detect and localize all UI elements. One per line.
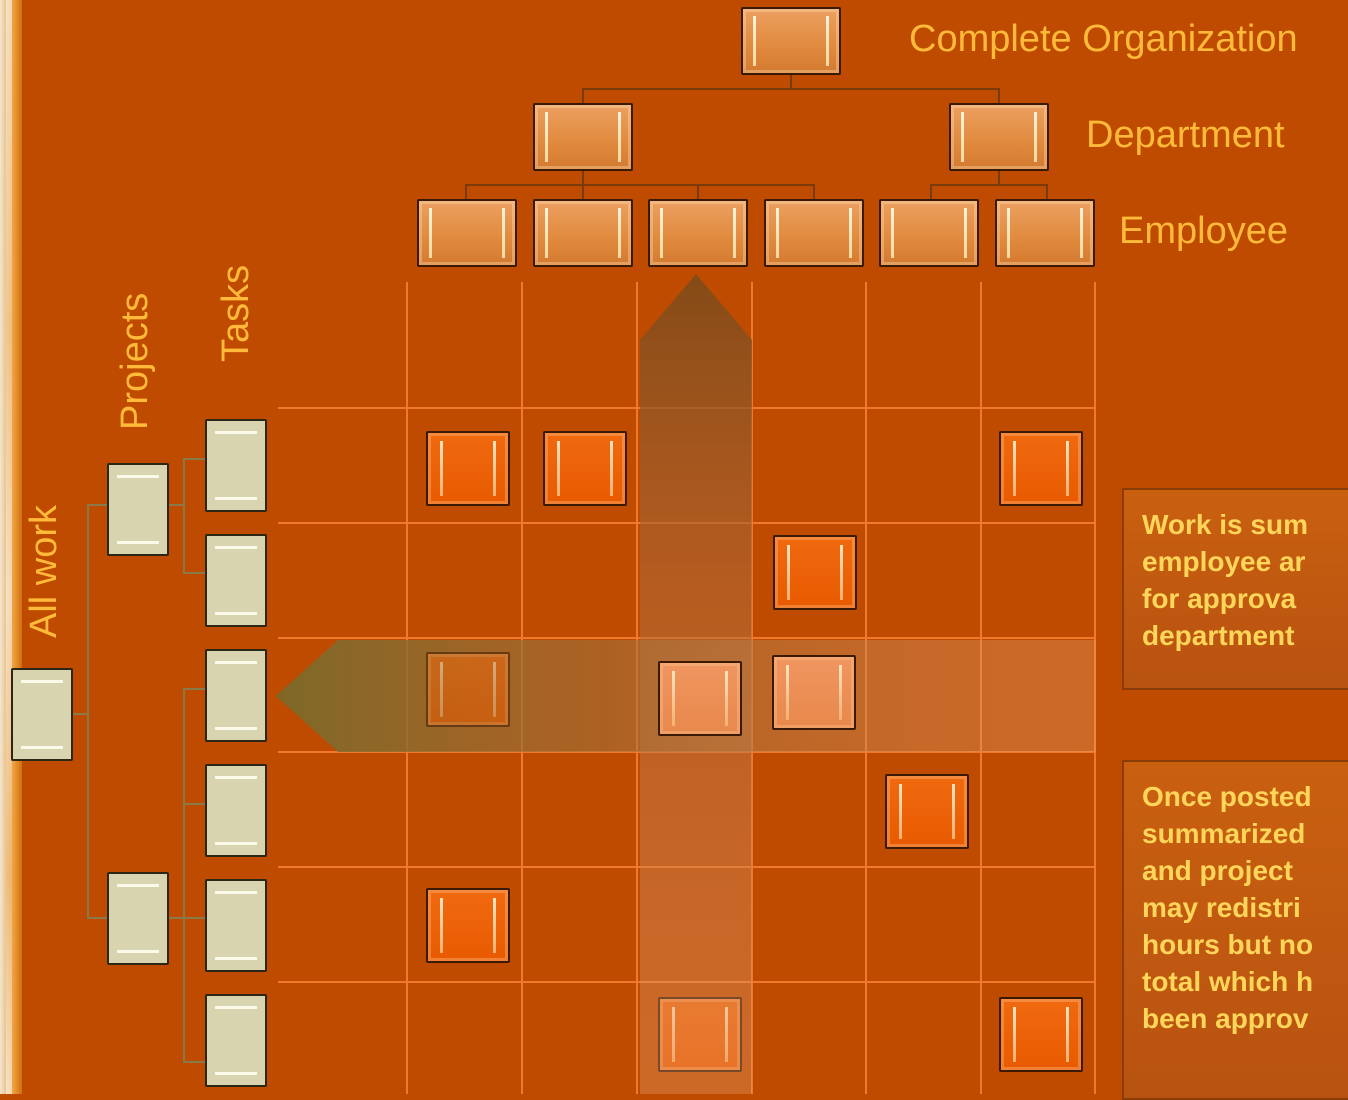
note-approval-line: for approva [1142, 580, 1348, 617]
hierarchy-label-projects: Projects [116, 293, 154, 430]
task-box-1 [205, 419, 267, 512]
task-box-6 [205, 994, 267, 1087]
left-edge-decoration [0, 0, 22, 1094]
cell-box-r4-c5 [885, 774, 969, 849]
org-box-department-2 [949, 103, 1049, 171]
org-box-employee-5 [879, 199, 979, 267]
task-box-2 [205, 534, 267, 627]
note-approval-line: Work is sum [1142, 506, 1348, 543]
note-approval-line: employee ar [1142, 543, 1348, 580]
org-box-employee-3 [648, 199, 748, 267]
cell-box-r2-c4 [773, 535, 857, 610]
note-posting-line: summarized [1142, 815, 1348, 852]
note-posting: Once posted summarized and project may r… [1122, 760, 1348, 1100]
note-approval-line: department [1142, 617, 1348, 654]
project-box-2 [107, 872, 169, 965]
cell-box-r5-c1 [426, 888, 510, 963]
task-box-3 [205, 649, 267, 742]
hierarchy-label-all-work: All work [25, 505, 63, 638]
cell-box-r3-c4 [772, 655, 856, 730]
cell-box-r3-c1 [426, 652, 510, 727]
level-label-department: Department [1086, 116, 1285, 154]
note-posting-line: Once posted [1142, 778, 1348, 815]
org-box-employee-2 [533, 199, 633, 267]
hierarchy-label-tasks: Tasks [217, 265, 255, 362]
note-posting-line: total which h [1142, 963, 1348, 1000]
cell-box-r3-c3 [658, 661, 742, 736]
org-box-organization [741, 7, 841, 75]
level-label-organization: Complete Organization [909, 20, 1298, 58]
note-posting-line: and project [1142, 852, 1348, 889]
cell-box-r1-c6 [999, 431, 1083, 506]
org-box-employee-4 [764, 199, 864, 267]
cell-box-r1-c1 [426, 431, 510, 506]
cell-box-r1-c2 [543, 431, 627, 506]
all-work-box [11, 668, 73, 761]
note-posting-line: hours but no [1142, 926, 1348, 963]
task-box-5 [205, 879, 267, 972]
task-box-4 [205, 764, 267, 857]
org-box-employee-6 [995, 199, 1095, 267]
cell-box-r6-c3 [658, 997, 742, 1072]
level-label-employee: Employee [1119, 212, 1288, 250]
org-box-department-1 [533, 103, 633, 171]
org-box-employee-1 [417, 199, 517, 267]
note-approval: Work is sum employee ar for approva depa… [1122, 488, 1348, 690]
note-posting-line: been approv [1142, 1000, 1348, 1037]
note-posting-line: may redistri [1142, 889, 1348, 926]
cell-box-r6-c6 [999, 997, 1083, 1072]
project-box-1 [107, 463, 169, 556]
